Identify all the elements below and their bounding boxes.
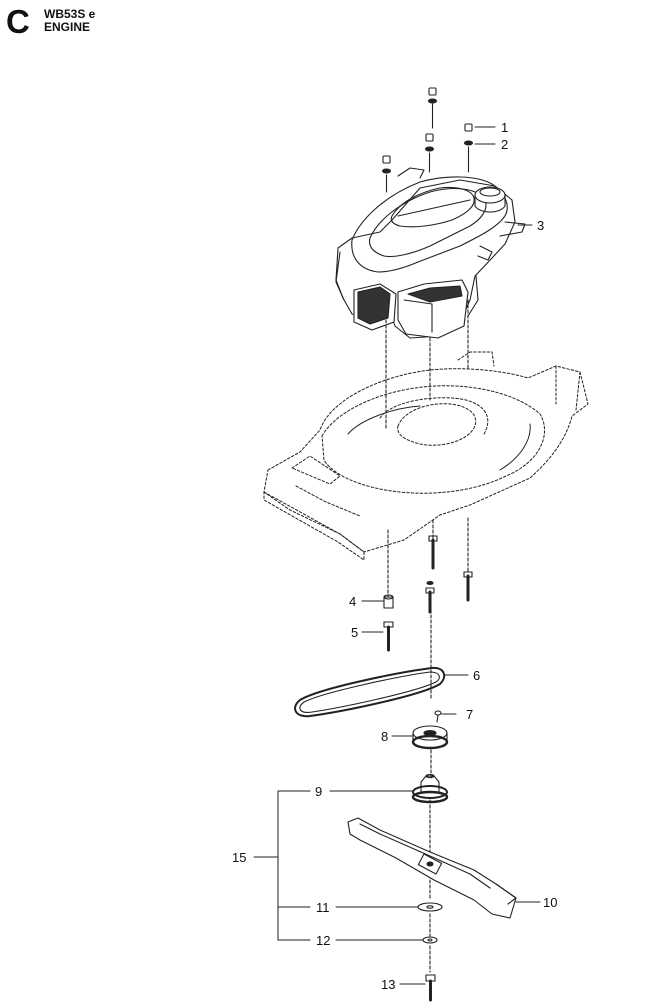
callout-4: 4 [349,594,356,609]
blade-adapter-part-9 [411,773,449,804]
engine-bolt-3 [381,155,392,193]
section-letter: C [6,3,30,40]
under-deck-guides [387,517,469,973]
deck-rim [347,405,531,471]
washer-part-11 [417,902,443,912]
callout-9: 9 [315,784,322,799]
callout-2: 2 [501,137,508,152]
deck-bolts [425,535,473,614]
belt-part-6 [294,666,446,718]
page-header: C WB53S e ENGINE [6,4,306,44]
engine-bolt-4 [463,123,474,173]
callout-12: 12 [316,933,330,948]
page-title: ENGINE [44,20,91,34]
engine-bolt-2 [424,133,435,173]
pulley-part-8 [411,725,449,750]
callout-8: 8 [381,729,388,744]
callout-13: 13 [381,977,395,992]
washer-part-12 [422,936,438,944]
callout-labels: 1 2 3 4 5 6 7 8 9 10 11 12 13 15 [232,120,557,992]
callout-11: 11 [316,900,330,915]
bolt-part-13 [425,974,436,1002]
mower-deck [263,351,589,561]
callout-1: 1 [501,120,508,135]
blade-part-10 [347,817,517,919]
engine-bolt-1 [427,87,438,129]
callout-15: 15 [232,850,246,865]
key-part-7 [434,710,442,723]
engine-assembly [335,167,526,339]
callout-5: 5 [351,625,358,640]
callout-10: 10 [543,895,557,910]
callout-3: 3 [537,218,544,233]
bolt-part-5 [383,621,394,652]
spacer-part-4 [383,594,394,609]
model-name: WB53S e [44,7,96,21]
callout-7: 7 [466,707,473,722]
callout-6: 6 [473,668,480,683]
leader-lines [253,126,541,985]
